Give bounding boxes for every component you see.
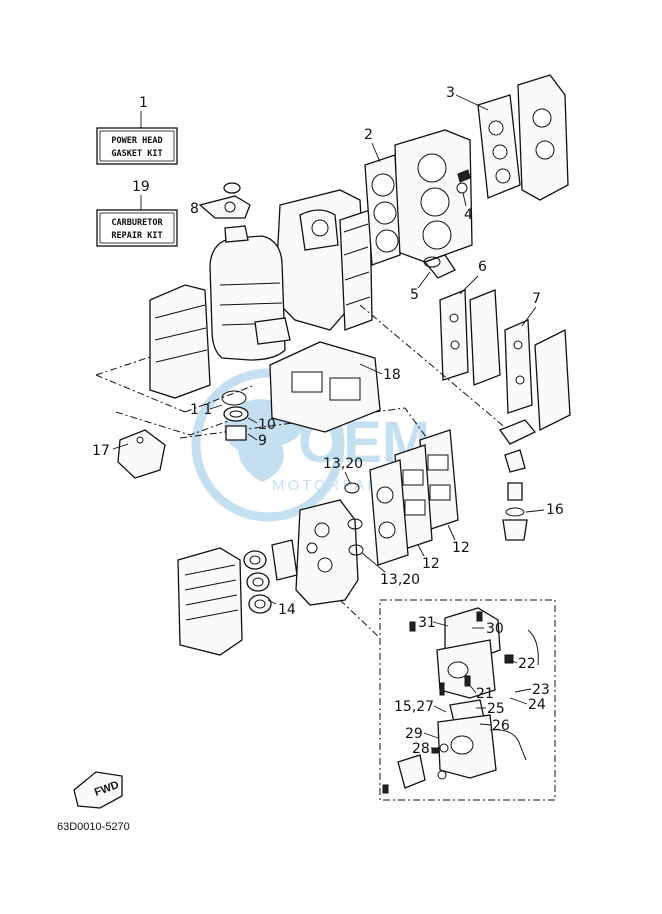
part-3-head-cover-gasket: 3 [446, 74, 569, 201]
callout-5: 5 [410, 287, 419, 303]
kit-1-line1: POWER HEAD [111, 136, 162, 146]
kit-19-line1: CARBURETOR [111, 218, 163, 228]
oil-seals: 1 1 10 9 [190, 390, 276, 449]
part-12-reed-gaskets: 12 12 [369, 429, 470, 572]
part-5-thermostat: 5 [410, 254, 456, 303]
callout-21: 21 [476, 686, 494, 702]
diagram-code: 63D0010-5270 [57, 821, 130, 833]
callout-27: 15,27 [394, 699, 434, 715]
callout-12a: 12 [422, 556, 440, 572]
carburetor-inset: 31 30 22 21 23 24 15,27 25 26 29 28 [379, 599, 556, 801]
callout-12b: 12 [452, 540, 470, 556]
callout-13a: 13,20 [323, 456, 363, 472]
part-2-gasket: 2 [364, 127, 401, 266]
callout-1: 1 [139, 95, 148, 111]
callout-28: 28 [412, 741, 430, 757]
callout-2: 2 [364, 127, 373, 143]
crankcase-block [149, 284, 211, 399]
part-13-20-orings: 13,20 13,20 [323, 456, 420, 588]
callout-7: 7 [532, 291, 541, 307]
callout-14: 14 [278, 602, 296, 618]
callout-10: 10 [258, 417, 276, 433]
callout-17: 17 [92, 443, 110, 459]
callout-3: 3 [446, 85, 455, 101]
callout-24: 24 [528, 697, 546, 713]
part-8-plate: 8 [190, 182, 251, 219]
callout-31: 31 [418, 615, 436, 631]
part-17-cover: 17 [92, 429, 166, 479]
guide-lines [95, 304, 521, 639]
callout-30: 30 [486, 621, 504, 637]
air-silencer [177, 547, 243, 656]
callout-22: 22 [518, 656, 536, 672]
callout-18: 18 [383, 367, 401, 383]
kit-19-line2: REPAIR KIT [111, 231, 162, 241]
callout-13b: 13,20 [380, 572, 420, 588]
callout-6: 6 [478, 259, 487, 275]
callout-9: 9 [258, 433, 267, 449]
callout-4: 4 [464, 207, 473, 223]
callout-19: 19 [132, 179, 150, 195]
callout-23: 23 [532, 682, 550, 698]
intake-manifold [295, 499, 359, 606]
part-14-carb-gaskets: 14 [243, 539, 298, 618]
part-7-cover-gasket: 7 [504, 291, 571, 432]
kit-1-line2: GASKET KIT [111, 149, 162, 159]
part-18-base-gasket: 18 [269, 341, 401, 433]
part-6-exhaust-gasket: 6 [439, 259, 501, 386]
callout-25: 25 [487, 701, 505, 717]
part-16-fuel-filter: 16 [498, 419, 564, 541]
callout-26: 26 [492, 718, 510, 734]
callout-11: 1 1 [190, 402, 212, 418]
cylinder-head [394, 129, 473, 263]
callout-8: 8 [190, 201, 199, 217]
kit-1-label: 1 POWER HEAD GASKET KIT [96, 95, 178, 165]
fwd-arrow: FWD [73, 771, 123, 809]
callout-29: 29 [405, 726, 423, 742]
kit-19-label: 19 CARBURETOR REPAIR KIT [96, 179, 178, 247]
part-4-bolt: 4 [456, 169, 473, 223]
power-head-block [209, 189, 373, 361]
callout-16: 16 [546, 502, 564, 518]
